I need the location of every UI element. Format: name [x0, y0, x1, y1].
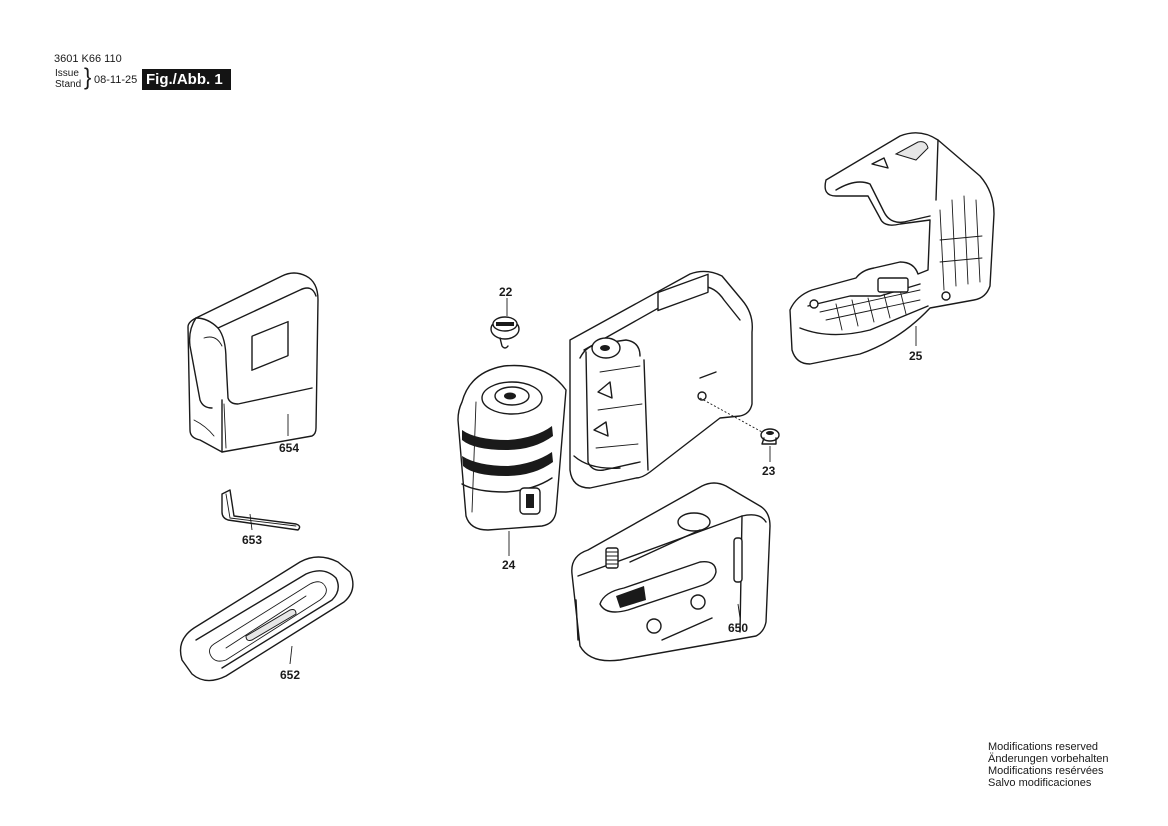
- part-652-strap: [179, 556, 354, 682]
- issue-date: 08-11-25: [94, 74, 138, 86]
- part-22-knob: [490, 316, 520, 349]
- issue-label: Issue: [55, 68, 79, 79]
- callout-25: 25: [909, 349, 923, 363]
- part-654-pouch: [187, 272, 319, 453]
- main-housing: [569, 270, 753, 489]
- part-24-sleeve: [457, 364, 567, 531]
- note-line-es: Salvo modificaciones: [988, 777, 1092, 789]
- callout-652: 652: [280, 668, 300, 682]
- note-line-en: Modifications reserved: [988, 741, 1099, 753]
- part-25-cover: [789, 132, 995, 365]
- part-number: 3601 K66 110: [54, 53, 122, 65]
- callout-650: 650: [728, 621, 748, 635]
- callout-22: 22: [499, 285, 513, 299]
- part-650-base: [571, 482, 771, 662]
- note-line-fr: Modifications resérvées: [988, 765, 1104, 777]
- brace-glyph: }: [84, 63, 92, 90]
- stand-label: Stand: [55, 79, 82, 90]
- callout-24: 24: [502, 558, 516, 572]
- callout-654: 654: [279, 441, 299, 455]
- note-line-de: Änderungen vorbehalten: [988, 753, 1109, 765]
- callout-23: 23: [762, 464, 776, 478]
- part-653-hex-key: [221, 489, 301, 531]
- modification-notes: Modifications reserved Änderungen vorbeh…: [988, 741, 1108, 789]
- part-23-screw: [760, 428, 780, 445]
- figure-badge: Fig./Abb. 1: [142, 69, 231, 90]
- issue-stand-labels: Issue Stand: [55, 68, 81, 90]
- callout-653: 653: [242, 533, 262, 547]
